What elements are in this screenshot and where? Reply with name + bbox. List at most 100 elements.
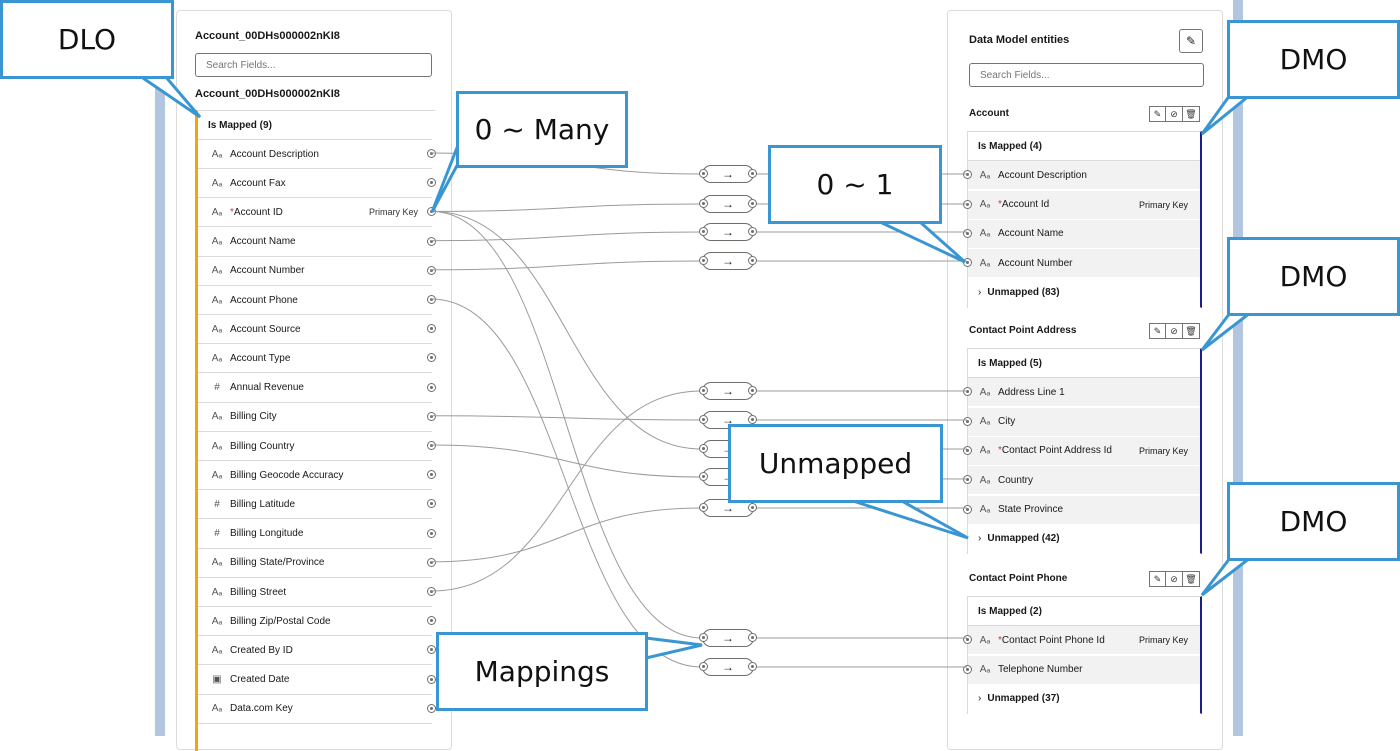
edit-icon[interactable]: ✎: [1149, 571, 1166, 587]
connector-out-port-icon[interactable]: [748, 633, 757, 642]
mapping-connector[interactable]: →: [699, 629, 757, 647]
source-port-icon[interactable]: [427, 587, 436, 596]
source-field-row[interactable]: #Billing Longitude: [198, 520, 436, 549]
mapping-connector[interactable]: →: [699, 252, 757, 270]
entity-mapped-header[interactable]: Is Mapped (2): [968, 597, 1200, 626]
entity-unmapped-toggle[interactable]: ›Unmapped (83): [968, 278, 1200, 308]
link-icon[interactable]: ⊘: [1166, 106, 1183, 122]
mapping-line[interactable]: [430, 210, 703, 639]
trash-icon[interactable]: 🗑: [1183, 323, 1200, 339]
connector-out-port-icon[interactable]: [748, 199, 757, 208]
source-port-icon[interactable]: [427, 470, 436, 480]
entity-unmapped-toggle[interactable]: ›Unmapped (42): [968, 524, 1200, 554]
connector-out-port-icon[interactable]: [748, 227, 757, 236]
connector-in-port-icon[interactable]: [699, 386, 708, 395]
connector-out-port-icon[interactable]: [748, 503, 757, 512]
entity-unmapped-toggle[interactable]: ›Unmapped (37): [968, 684, 1200, 714]
edit-icon[interactable]: ✎: [1149, 106, 1166, 122]
mapping-connector[interactable]: →: [699, 195, 757, 213]
trash-icon[interactable]: 🗑: [1183, 106, 1200, 122]
connector-out-port-icon[interactable]: [748, 169, 757, 178]
source-port-icon[interactable]: [427, 324, 436, 334]
connector-in-port-icon[interactable]: [699, 256, 708, 265]
source-port-icon[interactable]: [427, 353, 436, 363]
source-field-row[interactable]: #Billing Latitude: [198, 490, 436, 520]
mapping-connector[interactable]: →: [699, 499, 757, 517]
target-port-icon[interactable]: [963, 664, 972, 674]
trash-icon[interactable]: 🗑: [1183, 571, 1200, 587]
source-port-icon[interactable]: [427, 616, 436, 626]
mapping-line[interactable]: [430, 507, 703, 563]
source-field-row[interactable]: #Annual Revenue: [198, 374, 436, 403]
mapping-connector[interactable]: →: [699, 223, 757, 241]
target-port-icon[interactable]: [963, 416, 972, 426]
connector-in-port-icon[interactable]: [699, 199, 708, 208]
target-port-icon[interactable]: [963, 445, 972, 455]
mapping-line[interactable]: [430, 203, 703, 212]
source-mapped-header[interactable]: Is Mapped (9): [198, 111, 432, 140]
mapping-connector[interactable]: →: [699, 165, 757, 183]
edit-entities-button[interactable]: ✎: [1179, 29, 1203, 53]
connector-in-port-icon[interactable]: [699, 444, 708, 453]
connector-in-port-icon[interactable]: [699, 415, 708, 424]
target-port-icon[interactable]: [963, 228, 972, 238]
connector-in-port-icon[interactable]: [699, 633, 708, 642]
target-port-icon[interactable]: [963, 635, 972, 645]
source-port-icon[interactable]: [427, 499, 436, 509]
link-icon[interactable]: ⊘: [1166, 323, 1183, 339]
mapping-line[interactable]: [430, 390, 703, 592]
source-search-input[interactable]: [195, 53, 432, 77]
mapping-connector[interactable]: →: [699, 382, 757, 400]
source-port-icon[interactable]: [427, 528, 436, 538]
connector-in-port-icon[interactable]: [699, 662, 708, 671]
link-icon[interactable]: ⊘: [1166, 571, 1183, 587]
mapping-line[interactable]: [430, 415, 703, 421]
source-field-row[interactable]: ▣Created Date: [198, 666, 436, 695]
source-port-icon[interactable]: [427, 703, 436, 713]
connector-out-port-icon[interactable]: [748, 415, 757, 424]
mapping-connector[interactable]: →: [699, 658, 757, 676]
entity-mapped-header[interactable]: Is Mapped (5): [968, 349, 1200, 378]
source-port-icon[interactable]: [427, 645, 436, 655]
mapping-line[interactable]: [430, 210, 703, 450]
source-port-icon[interactable]: [427, 674, 436, 684]
mapping-line[interactable]: [430, 260, 703, 271]
connector-in-port-icon[interactable]: [699, 169, 708, 178]
target-port-icon[interactable]: [963, 475, 972, 485]
connector-out-port-icon[interactable]: [748, 662, 757, 671]
connector-in-port-icon[interactable]: [699, 472, 708, 481]
source-port-icon[interactable]: [427, 178, 436, 188]
mapping-line[interactable]: [430, 231, 703, 242]
edit-icon[interactable]: ✎: [1149, 323, 1166, 339]
connector-in-port-icon[interactable]: [699, 227, 708, 236]
target-port-icon[interactable]: [963, 504, 972, 514]
target-search-input[interactable]: [969, 63, 1204, 87]
entity-mapped-header[interactable]: Is Mapped (4): [968, 132, 1200, 161]
mapping-line[interactable]: [430, 444, 703, 478]
connector-out-port-icon[interactable]: [748, 256, 757, 265]
source-port-icon[interactable]: [427, 382, 436, 392]
target-port-icon[interactable]: [963, 170, 972, 180]
target-port-icon[interactable]: [963, 387, 972, 397]
connector-out-port-icon[interactable]: [748, 386, 757, 395]
connector-in-port-icon[interactable]: [699, 503, 708, 512]
